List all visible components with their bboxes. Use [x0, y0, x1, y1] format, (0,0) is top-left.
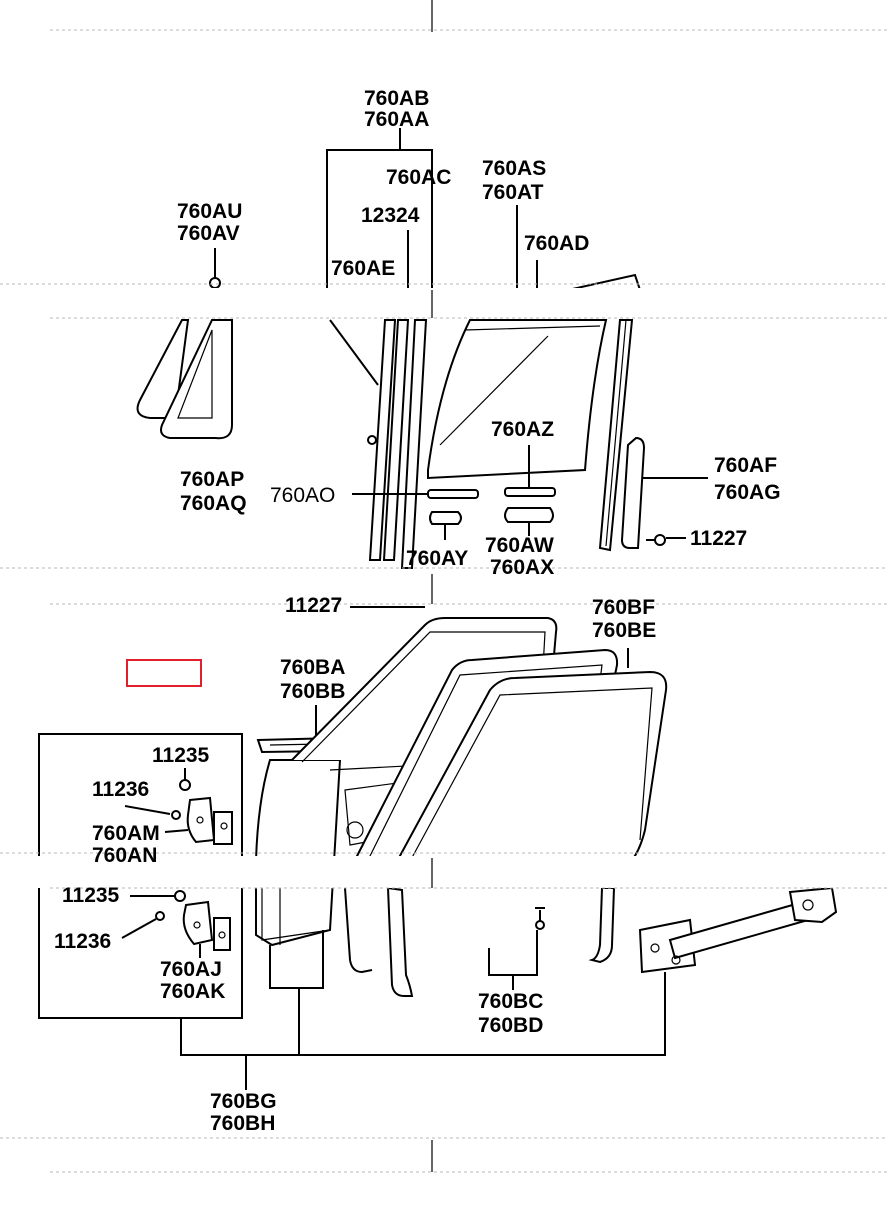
quarter-glass [136, 319, 233, 440]
label-760AE: 760AE [331, 257, 395, 280]
label-760AS: 760AS [482, 157, 546, 180]
hinge-inset [38, 733, 243, 1019]
label-760AA: 760AA [364, 108, 429, 131]
label-11235-lower: 11235 [62, 884, 120, 907]
label-11227-lower: 11227 [285, 594, 342, 617]
label-12324: 12324 [361, 204, 420, 227]
label-11235: 11235 [152, 744, 210, 767]
label-760AQ: 760AQ [180, 492, 247, 515]
part-labels: 760AB 760AA 760AC 760AS 760AT 760AU 760A… [54, 87, 781, 1135]
label-760BH: 760BH [210, 1112, 275, 1135]
label-760AG: 760AG [714, 481, 781, 504]
label-760AX: 760AX [490, 556, 554, 579]
label-760BD: 760BD [478, 1014, 543, 1037]
label-760AP: 760AP [180, 468, 244, 491]
label-760BC: 760BC [478, 990, 543, 1013]
label-760AW: 760AW [485, 534, 554, 557]
label-760AB: 760AB [364, 87, 429, 110]
bolt-icon [646, 534, 686, 546]
label-760AZ: 760AZ [491, 418, 554, 441]
door-glass [427, 319, 608, 480]
label-760AM: 760AM [92, 822, 160, 845]
label-760AO: 760AO [270, 484, 335, 507]
front-channel [329, 319, 428, 569]
label-11227: 11227 [690, 527, 747, 550]
label-760AD: 760AD [524, 232, 589, 255]
page-separators [0, 0, 887, 1173]
lower-assembly [180, 606, 838, 1090]
weatherstrip-rear [394, 670, 668, 866]
upper-assembly [136, 128, 708, 569]
label-760AF: 760AF [714, 454, 777, 477]
label-11236: 11236 [92, 778, 149, 801]
label-760AU: 760AU [177, 200, 242, 223]
glass-clips [429, 507, 554, 540]
label-760AY: 760AY [406, 547, 468, 570]
label-760BG: 760BG [210, 1090, 277, 1113]
rear-guide [620, 436, 708, 549]
label-760BF: 760BF [592, 596, 655, 619]
rear-channel [598, 319, 634, 552]
label-11236-lower: 11236 [54, 930, 111, 953]
door-check [638, 886, 838, 974]
highlight-box [126, 659, 202, 687]
glass-channel-strips [352, 445, 556, 499]
label-760AN: 760AN [92, 844, 157, 867]
label-760BA: 760BA [280, 656, 345, 679]
label-760AJ: 760AJ [160, 958, 222, 981]
label-760AC: 760AC [386, 166, 451, 189]
label-760AT: 760AT [482, 181, 544, 204]
label-760BB: 760BB [280, 680, 345, 703]
label-760BE: 760BE [592, 619, 656, 642]
label-760AV: 760AV [177, 222, 240, 245]
label-760AK: 760AK [160, 980, 225, 1003]
